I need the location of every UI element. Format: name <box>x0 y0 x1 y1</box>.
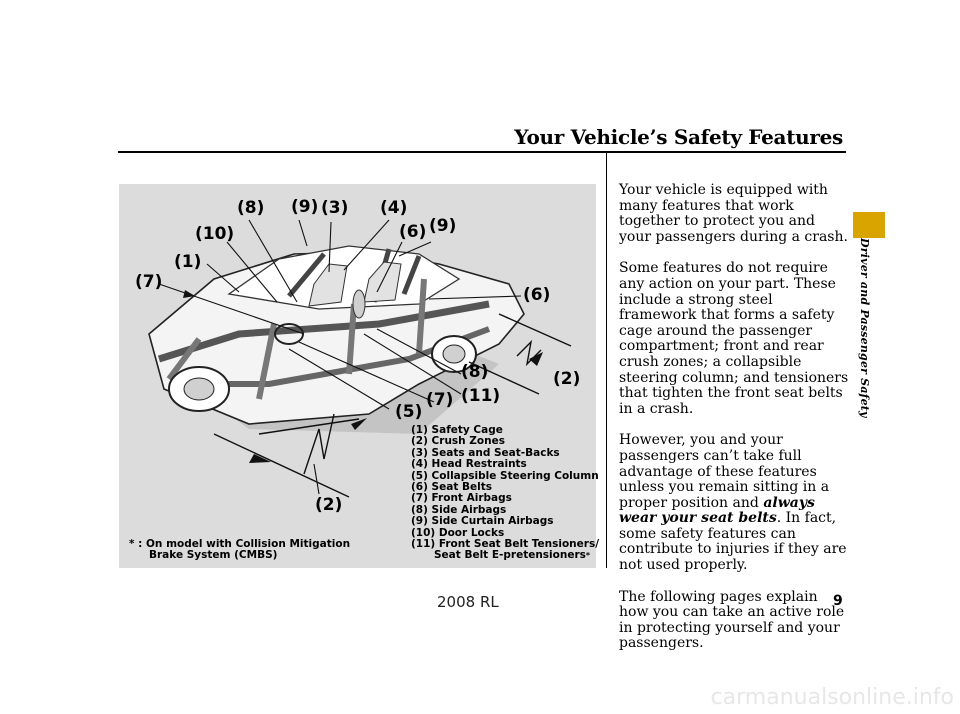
legend-item: (6) Seat Belts <box>411 481 492 494</box>
callout-8-top: (8) <box>237 198 265 218</box>
callout-7-left: (7) <box>135 272 163 292</box>
page-title: Your Vehicle’s Safety Features <box>514 125 843 149</box>
emphasis-always-wear-seat-belts: always wear your seat belts <box>619 494 815 527</box>
model-year: 2008 RL <box>437 593 499 611</box>
callout-5: (5) <box>395 402 423 422</box>
paragraph-passive-features: Some features do not require any action … <box>619 260 849 417</box>
header-rule <box>118 151 846 153</box>
legend-item: (4) Head Restraints <box>411 458 527 471</box>
watermark: carmanualsonline.info <box>710 685 954 710</box>
paragraph-intro: Your vehicle is equipped with many featu… <box>619 182 848 245</box>
paragraph-seat-belts-start: However, you and your passengers can’t t… <box>619 432 830 511</box>
legend-item: (7) Front Airbags <box>411 492 512 505</box>
legend-item: (11) Front Seat Belt Tensioners/ <box>411 538 600 551</box>
callout-7-lower: (7) <box>426 390 454 410</box>
callout-9-right: (9) <box>429 216 457 236</box>
legend-item: (2) Crush Zones <box>411 435 505 448</box>
footnote-text-line2: Brake System (CMBS) <box>149 549 278 562</box>
paragraph-following-pages: The following pages explain how you can … <box>619 588 845 652</box>
legend-asterisk: * <box>585 551 591 561</box>
paragraph-seat-belts: However, you and your passengers can’t t… <box>619 432 851 574</box>
callout-9-top: (9) <box>291 197 319 217</box>
callout-1: (1) <box>174 252 202 272</box>
car-cutaway-illustration <box>148 219 572 498</box>
legend-continuation-text: Seat Belt E-pretensioners <box>434 549 586 562</box>
callout-6-top: (6) <box>399 222 427 242</box>
legend-item: (10) Door Locks <box>411 526 505 539</box>
footnote-text-line1: : On model with Collision Mitigation <box>138 538 351 550</box>
footnote-asterisk: * <box>129 538 135 550</box>
cmbs-footnote: * : On model with Collision Mitigation B… <box>129 538 351 562</box>
column-divider <box>606 153 607 568</box>
legend-item: (1) Safety Cage <box>411 424 503 436</box>
section-label: Driver and Passenger Safety <box>858 238 871 418</box>
legend-item: (8) Side Airbags <box>411 503 507 516</box>
legend-item: (5) Collapsible Steering Column <box>411 469 599 482</box>
callout-10: (10) <box>195 224 235 244</box>
callout-3: (3) <box>321 198 349 218</box>
callout-2-right: (2) <box>553 369 581 389</box>
callout-11: (11) <box>461 386 501 406</box>
features-legend: (1) Safety Cage (2) Crush Zones (3) Seat… <box>411 424 600 562</box>
callout-6-right: (6) <box>523 285 551 305</box>
body-text: Your vehicle is equipped with many featu… <box>619 182 851 668</box>
legend-item: (9) Side Curtain Airbags <box>411 515 554 528</box>
safety-features-figure: (8) (9) (3) (4) (6) (9) (10) (1) (7) (6)… <box>119 184 600 568</box>
legend-item: (3) Seats and Seat-Backs <box>411 446 560 459</box>
page-number: 9 <box>833 593 843 609</box>
paragraph-seat-belts-end: . In fact, some safety features can cont… <box>619 510 847 574</box>
legend-item-continuation: Seat Belt E-pretensioners* <box>411 550 599 561</box>
callout-8-lower: (8) <box>461 362 489 382</box>
callout-4: (4) <box>380 198 408 218</box>
callout-2-bottom: (2) <box>315 495 343 515</box>
section-tab <box>853 212 885 238</box>
